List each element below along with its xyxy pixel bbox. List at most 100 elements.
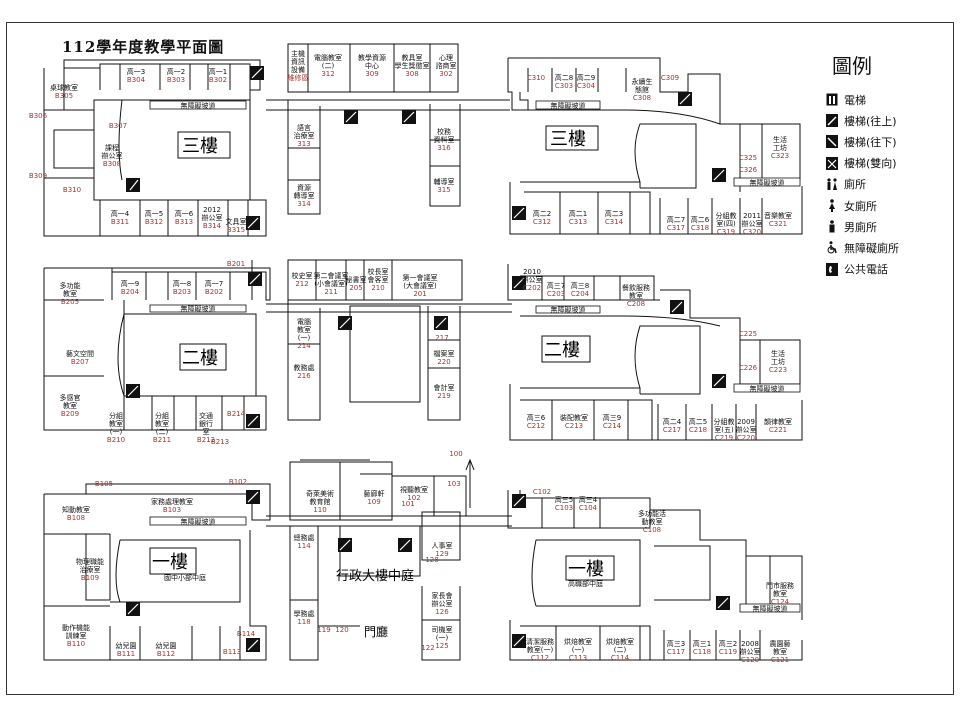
- room-code: B311: [111, 218, 129, 226]
- floor-label-1f: 一樓: [568, 559, 604, 580]
- room-name: 2009: [737, 418, 755, 426]
- room-name: 高二7: [667, 215, 685, 224]
- room-name: 高一7: [205, 279, 223, 288]
- room-code: C220: [737, 434, 755, 442]
- room-code: 205: [349, 284, 362, 292]
- room-code: B302: [209, 76, 227, 84]
- room-name: 語言: [297, 123, 311, 132]
- room-name: 2008: [741, 640, 759, 648]
- room-name: 烘焙教室: [606, 637, 634, 646]
- room-name: 高一2: [167, 67, 185, 76]
- room-code: 114: [297, 542, 311, 550]
- room-code: 220: [437, 358, 450, 366]
- room-name: 桌球教室: [50, 83, 78, 92]
- room-code: 302: [439, 70, 452, 78]
- room-code: C310: [527, 74, 545, 82]
- room-name: 藝廊軒: [364, 489, 385, 498]
- room-name: 銀行: [199, 419, 213, 428]
- room-name: 2010: [523, 268, 541, 276]
- room-name: 教室: [773, 647, 787, 656]
- legend-label: 女廁所: [844, 199, 877, 213]
- room-code: 126: [435, 608, 449, 616]
- room-name: (一): [436, 634, 449, 642]
- ramp-label: 無障礙坡道: [750, 178, 785, 187]
- room-code: 維修區: [288, 73, 309, 82]
- room-name: 主機: [291, 49, 305, 58]
- map-frame: [6, 22, 954, 695]
- room-name: 教室: [773, 589, 787, 598]
- room-code: C204: [571, 290, 590, 298]
- room-name: 高二3: [605, 209, 623, 218]
- courtyard-label-jh: 國中小部中庭: [164, 573, 206, 582]
- room-name: 態館: [635, 85, 649, 94]
- room-name: 教室: [629, 291, 643, 300]
- room-name: 家長會: [432, 591, 453, 600]
- room-name: 設備: [291, 65, 305, 74]
- restroom-icon: [826, 178, 838, 191]
- room-code: 103: [447, 480, 460, 488]
- room-name: 高二8: [555, 73, 573, 82]
- room-code: C314: [605, 218, 624, 226]
- room-code: 313: [297, 140, 310, 148]
- room-name: 高三9: [603, 413, 621, 422]
- room-name: 餐飲服務: [622, 283, 650, 292]
- room-code: 308: [405, 70, 418, 78]
- room-code: B210: [107, 436, 125, 444]
- room-name: 電腦教室: [314, 53, 342, 62]
- room-code: 314: [297, 200, 311, 208]
- room-code: B307: [109, 122, 127, 130]
- room-code: C320: [743, 228, 761, 236]
- room-name: 辦公室: [740, 647, 761, 656]
- room-name: 門市服務: [766, 581, 794, 590]
- legend: 圖例 電梯樓梯(往上)樓梯(往下)樓梯(雙向)廁所女廁所男廁所無障礙廁所公共電話: [826, 50, 946, 280]
- room-name: 高三7: [547, 281, 565, 290]
- room-name: 高一5: [145, 209, 163, 218]
- room-code: B303: [167, 76, 185, 84]
- room-name: 高二5: [689, 417, 707, 426]
- floor-label-3f: 三樓: [182, 136, 218, 157]
- room-code: 119: [317, 626, 330, 634]
- room-code: 210: [371, 284, 384, 292]
- room-name: (一): [572, 646, 585, 654]
- room-name: 分組教: [714, 417, 735, 426]
- room-code: B212: [197, 436, 215, 444]
- courtyard-label-vh: 高職部中庭: [568, 579, 603, 588]
- room-code: B209: [61, 410, 79, 418]
- room-name: 校長室: [368, 267, 389, 276]
- room-code: 101: [401, 500, 414, 508]
- legend-label: 電梯: [844, 93, 866, 107]
- ramp-label: 無障礙坡道: [181, 517, 216, 526]
- room-code: C213: [565, 422, 583, 430]
- legend-item: 男廁所: [826, 216, 946, 237]
- room-name: (一): [298, 334, 311, 342]
- room-code: C208: [627, 300, 645, 308]
- room-name: 高二2: [533, 209, 551, 218]
- room-name: 生活: [771, 349, 785, 358]
- legend-item: 廁所: [826, 174, 946, 195]
- room-name: 資源: [297, 183, 311, 192]
- room-name: 教室(一): [527, 645, 554, 654]
- room-name: 辦公室: [736, 425, 757, 434]
- room-name: 工坊: [771, 357, 785, 366]
- room-name: (二): [322, 62, 335, 70]
- room-code: 110: [313, 506, 326, 514]
- room-name: 教具室: [402, 53, 423, 62]
- legend-item: 樓梯(往上): [826, 110, 946, 131]
- female-restroom-icon: [826, 199, 838, 213]
- room-name: 第二會議室: [314, 271, 349, 280]
- room-code: B202: [205, 288, 223, 296]
- room-code: 118: [297, 618, 310, 626]
- room-name: 永續生: [632, 77, 653, 86]
- room-name: 中心: [365, 61, 379, 70]
- room-name: 高一3: [127, 67, 145, 76]
- room-name: 高一8: [173, 279, 191, 288]
- room-name: 分組: [109, 411, 123, 420]
- room-name: 教學資源: [358, 53, 386, 62]
- room-code: C218: [689, 426, 707, 434]
- room-code: 122: [421, 644, 434, 652]
- elevator-icon: [826, 93, 838, 106]
- room-name: 檔案室: [434, 349, 455, 358]
- ramp-label: 無障礙坡道: [753, 604, 788, 613]
- room-name: 會客室: [368, 275, 389, 284]
- room-code: B309: [29, 172, 47, 180]
